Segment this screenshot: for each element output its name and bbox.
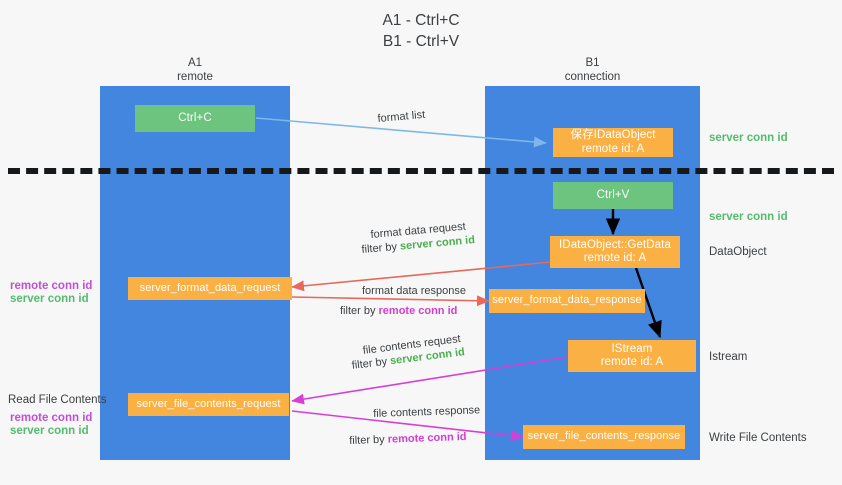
note-read-file-contents: Read File Contents <box>8 394 107 406</box>
edge-label-file-contents-response: file contents response <box>373 404 481 420</box>
box-ctrl-v[interactable]: Ctrl+V <box>553 182 673 209</box>
note-server-conn-id-left-bottom: server conn id <box>10 425 89 437</box>
note-istream: Istream <box>709 351 748 363</box>
note-dataobject: DataObject <box>709 246 767 258</box>
column-header-a1: A1 remote <box>177 57 213 83</box>
filter-value-remote-conn-id-1: remote conn id <box>378 305 458 317</box>
filter-value-remote-conn-id-2: remote conn id <box>387 430 467 446</box>
box-ctrl-c[interactable]: Ctrl+C <box>135 105 255 132</box>
note-server-conn-id-left-top: server conn id <box>10 293 89 305</box>
filter-prefix-1: filter by <box>361 240 401 256</box>
box-server-format-data-response[interactable]: server_format_data_response <box>489 289 645 313</box>
filter-prefix-2: filter by <box>340 305 379 317</box>
edge-label-file-contents-response-filter: filter by remote conn id <box>349 430 467 449</box>
filter-prefix-3: filter by <box>351 355 391 372</box>
box-save-idataobject[interactable]: 保存IDataObject remote id: A <box>553 128 673 157</box>
box-idataobject-getdata[interactable]: IDataObject::GetData remote id: A <box>550 236 680 268</box>
edge-label-format-data-response: format data response <box>362 285 466 297</box>
box-server-format-data-request[interactable]: server_format_data_request <box>128 277 292 300</box>
note-remote-conn-id-top: remote conn id <box>10 280 93 292</box>
box-server-file-contents-request[interactable]: server_file_contents_request <box>128 393 289 416</box>
note-remote-conn-id-bottom: remote conn id <box>10 412 93 424</box>
note-write-file-contents: Write File Contents <box>709 432 807 444</box>
edge-label-format-list: format list <box>377 108 426 125</box>
phase-divider <box>8 168 834 174</box>
box-server-file-contents-response[interactable]: server_file_contents_response <box>523 425 685 449</box>
page-title: A1 - Ctrl+C B1 - Ctrl+V <box>382 12 460 50</box>
column-header-b1: B1 connection <box>564 57 621 83</box>
box-istream[interactable]: IStream remote id: A <box>568 340 696 372</box>
edge-label-format-data-response-filter: filter by remote conn id <box>340 304 457 319</box>
note-server-conn-id-mid: server conn id <box>709 211 788 223</box>
filter-prefix-4: filter by <box>349 433 388 447</box>
note-server-conn-id-top: server conn id <box>709 132 788 144</box>
